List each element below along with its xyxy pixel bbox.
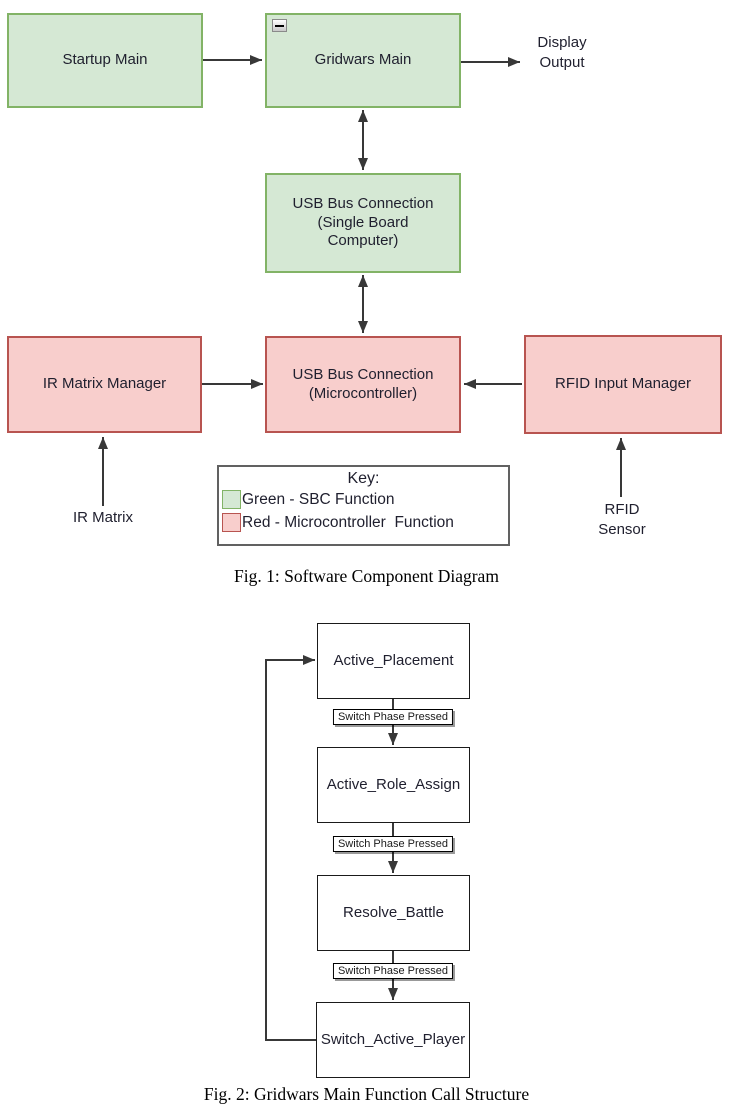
legend-red-label: Red - Microcontroller Function — [242, 513, 454, 531]
legend-row-green: Green - SBC Function — [219, 488, 508, 511]
node-usb-bus-micro-label: USB Bus Connection (Microcontroller) — [292, 365, 434, 402]
red-swatch-icon — [222, 513, 241, 532]
node-rfid-input-manager-label: RFID Input Manager — [555, 375, 691, 393]
node-startup-main: Startup Main — [7, 13, 203, 108]
state-active-role-assign-label: Active_Role_Assign — [326, 775, 461, 793]
transition-label-1: Switch Phase Pressed — [332, 709, 454, 725]
collapse-minus-icon — [272, 19, 287, 32]
node-gridwars-main-label: Gridwars Main — [314, 51, 412, 69]
node-startup-main-label: Startup Main — [62, 51, 148, 69]
legend-title: Key: — [347, 470, 380, 487]
fig2-caption: Fig. 2: Gridwars Main Function Call Stru… — [203, 1084, 530, 1104]
ir-matrix-label: IR Matrix — [73, 509, 133, 526]
node-ir-matrix-manager: IR Matrix Manager — [7, 336, 202, 433]
legend-key: Key: Green - SBC Function Red - Microcon… — [217, 465, 510, 546]
node-usb-bus-sbc: USB Bus Connection (Single Board Compute… — [265, 173, 461, 273]
state-active-placement-label: Active_Placement — [333, 651, 454, 669]
state-resolve-battle: Resolve_Battle — [317, 875, 470, 951]
node-rfid-input-manager: RFID Input Manager — [524, 335, 722, 434]
legend-row-red: Red - Microcontroller Function — [219, 511, 508, 534]
node-gridwars-main: Gridwars Main — [265, 13, 461, 108]
state-resolve-battle-label: Resolve_Battle — [343, 903, 444, 921]
fig1-caption: Fig. 1: Software Component Diagram — [234, 566, 499, 586]
state-active-role-assign: Active_Role_Assign — [317, 747, 470, 823]
display-output-label: Display Output — [537, 34, 587, 71]
node-usb-bus-micro: USB Bus Connection (Microcontroller) — [265, 336, 461, 433]
green-swatch-icon — [222, 490, 241, 509]
transition-label-2: Switch Phase Pressed — [332, 836, 454, 852]
rfid-sensor-label: RFID Sensor — [598, 501, 646, 538]
node-usb-bus-sbc-label: USB Bus Connection (Single Board Compute… — [292, 194, 434, 250]
legend-green-label: Green - SBC Function — [242, 490, 395, 508]
arrow-switchplayer-loop-to-placement — [265, 655, 316, 1041]
state-active-placement: Active_Placement — [317, 623, 470, 699]
node-ir-matrix-manager-label: IR Matrix Manager — [42, 375, 167, 393]
transition-label-3: Switch Phase Pressed — [332, 963, 454, 979]
state-switch-active-player-label: Switch_Active_Player — [320, 1030, 466, 1048]
state-switch-active-player: Switch_Active_Player — [316, 1002, 470, 1078]
